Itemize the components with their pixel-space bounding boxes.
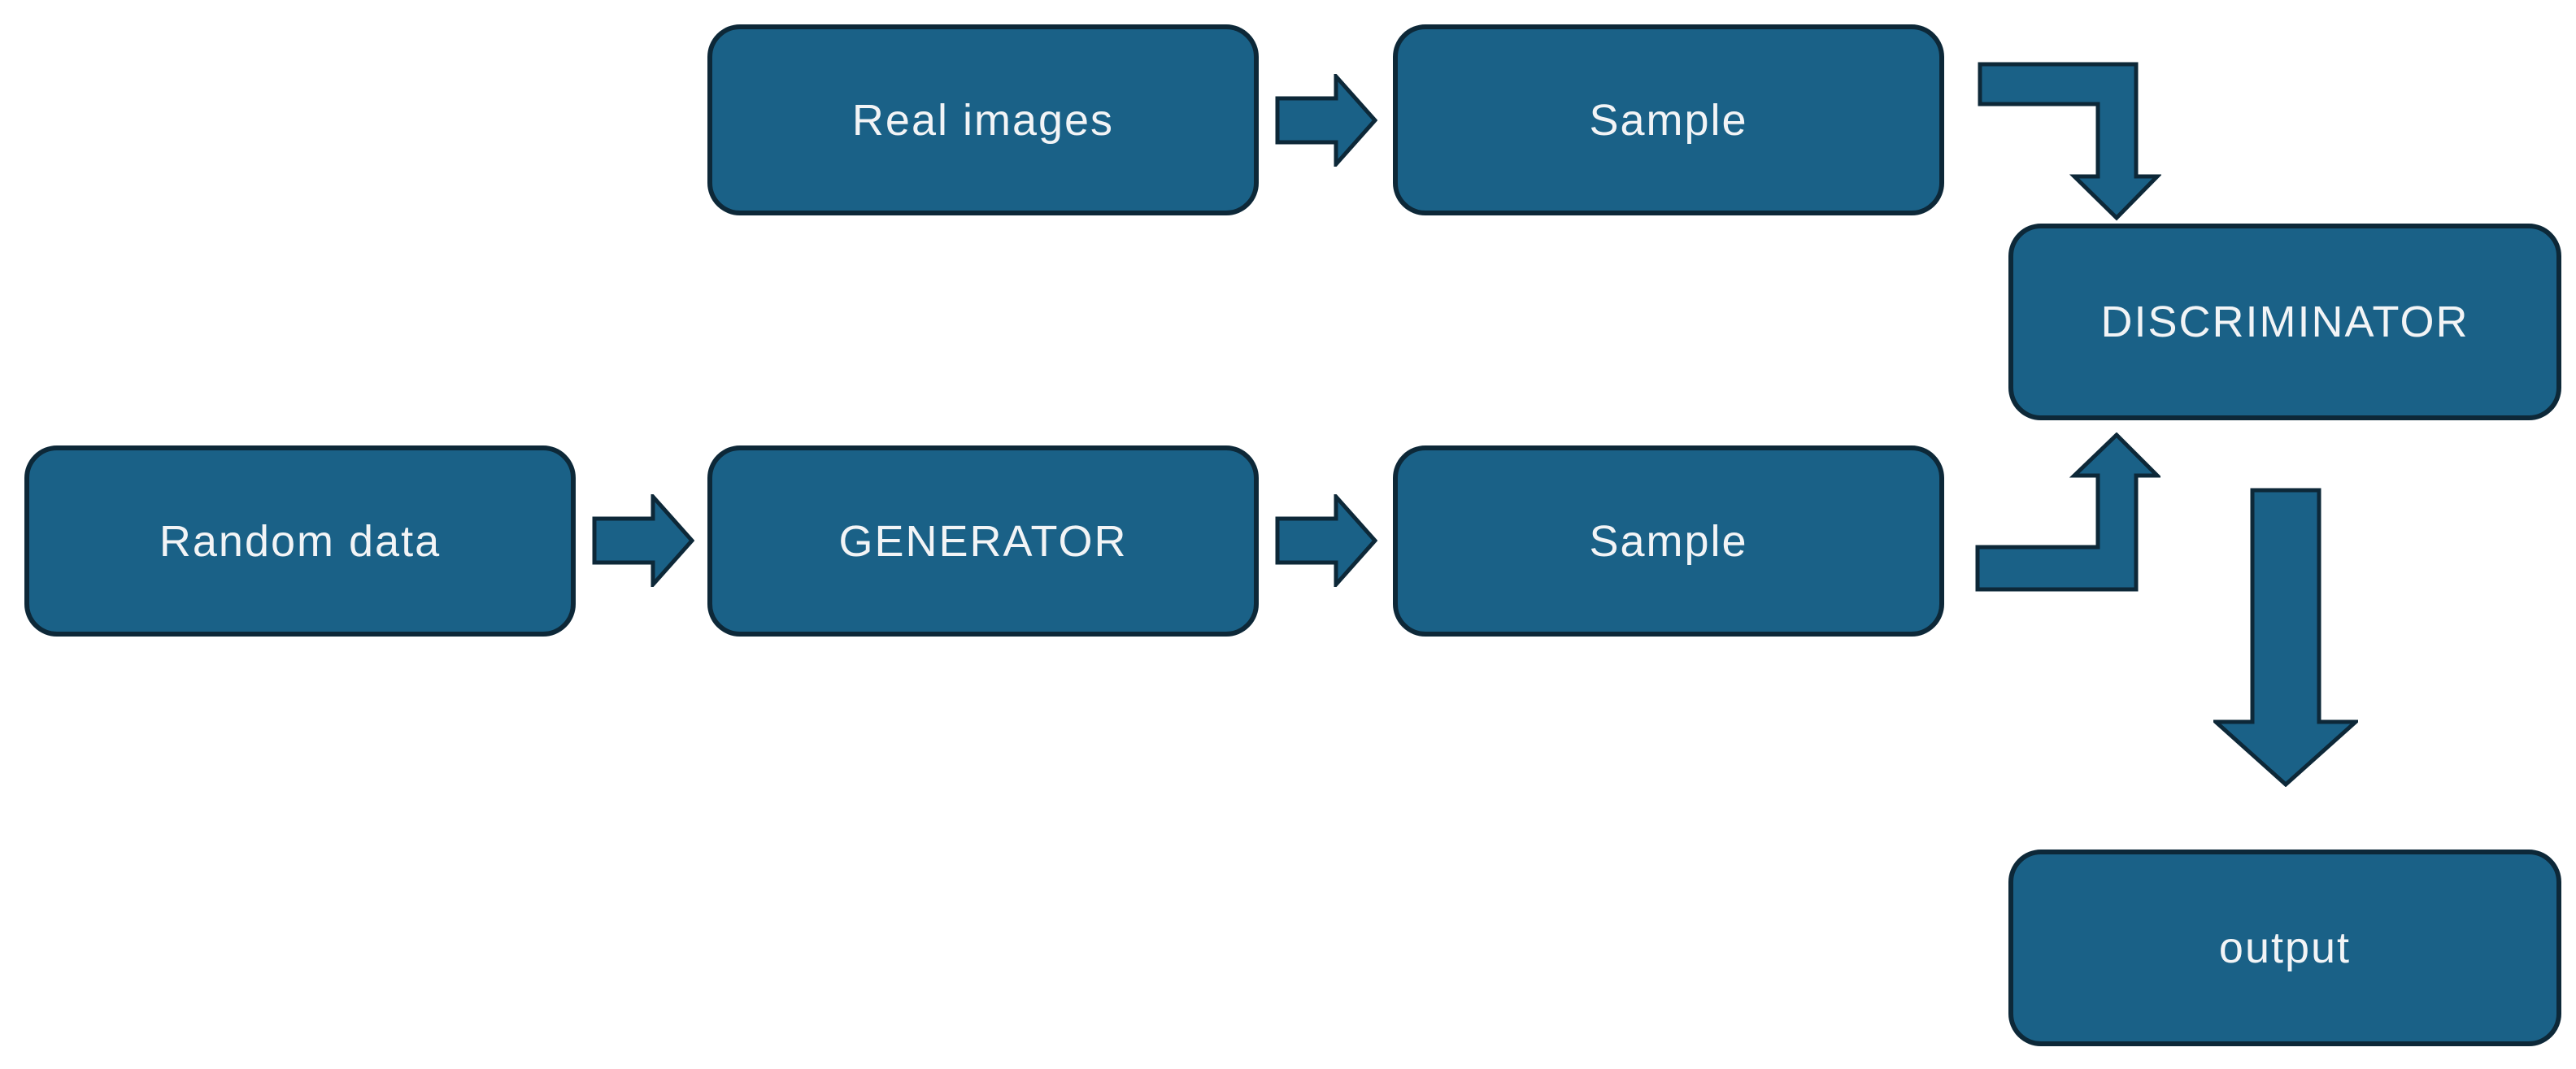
right-arrow-icon xyxy=(1275,74,1377,167)
node-sample-bottom: Sample xyxy=(1393,445,1944,637)
node-sample-top-label: Sample xyxy=(1589,95,1748,145)
arrow-sample-top-to-discriminator xyxy=(1978,62,2161,221)
node-discriminator: DISCRIMINATOR xyxy=(2008,224,2561,420)
node-output: output xyxy=(2008,850,2561,1046)
elbow-up-arrow-icon xyxy=(1975,432,2160,592)
node-real-images-label: Real images xyxy=(851,95,1115,145)
node-sample-top: Sample xyxy=(1393,24,1944,215)
node-output-label: output xyxy=(2218,923,2352,972)
arrow-generator-to-sample xyxy=(1275,494,1377,587)
node-random-data-label: Random data xyxy=(159,516,442,566)
arrow-sample-bottom-to-discriminator xyxy=(1975,432,2160,592)
node-generator-label: GENERATOR xyxy=(838,516,1128,566)
right-arrow-icon xyxy=(592,494,694,587)
down-arrow-icon xyxy=(2213,488,2358,787)
arrow-random-data-to-generator xyxy=(592,494,694,587)
node-discriminator-label: DISCRIMINATOR xyxy=(2100,298,2469,346)
node-sample-bottom-label: Sample xyxy=(1589,516,1748,566)
arrow-discriminator-to-output xyxy=(2213,488,2358,787)
node-random-data: Random data xyxy=(24,445,576,637)
elbow-down-arrow-icon xyxy=(1978,62,2161,221)
node-real-images: Real images xyxy=(707,24,1259,215)
right-arrow-icon xyxy=(1275,494,1377,587)
node-generator: GENERATOR xyxy=(707,445,1259,637)
arrow-real-images-to-sample xyxy=(1275,74,1377,167)
